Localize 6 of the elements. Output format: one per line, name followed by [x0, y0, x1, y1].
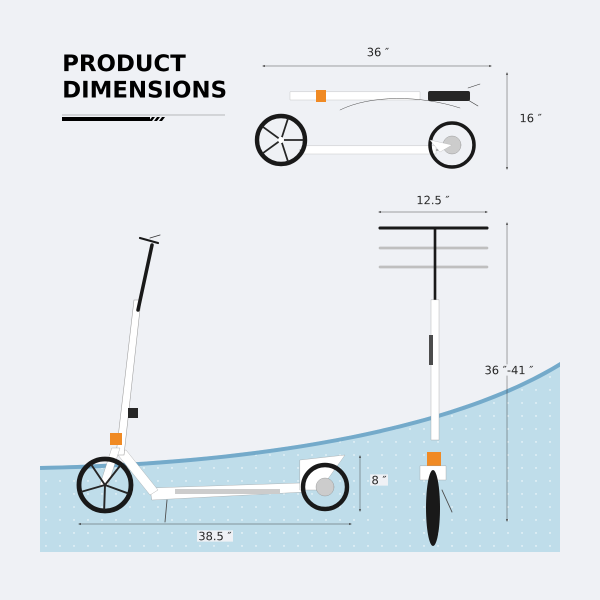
title: PRODUCT DIMENSIONS [64, 54, 226, 98]
dimension-label: 12.5 ″ [415, 194, 451, 206]
dimension-label: 16 ″ [518, 112, 544, 124]
dimension-label: 36 ″-41 ″ [483, 364, 535, 376]
dimension-label: 8 ″ [370, 474, 388, 486]
dimension-label: 38.5 ″ [197, 530, 233, 542]
